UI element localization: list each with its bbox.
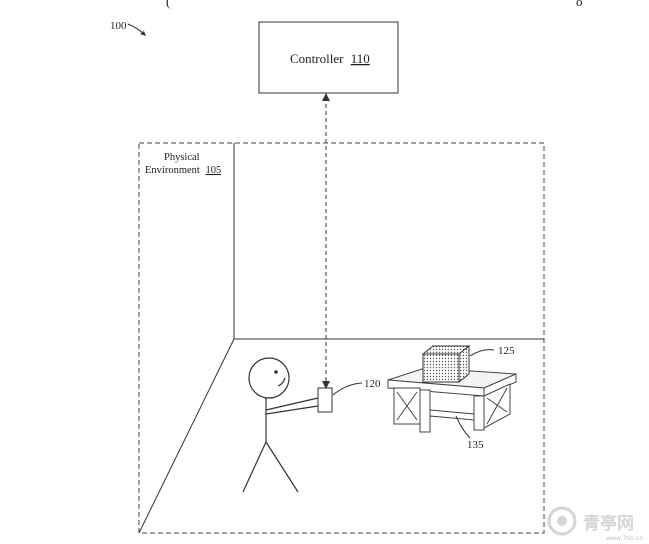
environment-label-line1: Physical <box>164 152 200 163</box>
watermark-text: 青亭网 <box>583 513 634 534</box>
watermark-logo-icon <box>547 506 577 536</box>
environment-ref: 105 <box>205 165 221 176</box>
table-ref-label: 135 <box>467 439 484 451</box>
figure-reference-label: 100 <box>110 20 127 32</box>
object-box-front <box>422 353 460 383</box>
object-box-side <box>458 344 470 384</box>
physical-environment-boundary <box>138 142 545 534</box>
controller-box <box>258 21 399 94</box>
user-eye <box>274 370 278 374</box>
user-head <box>248 357 290 399</box>
table-lower-shelf <box>429 409 475 421</box>
object-ref-label: 125 <box>498 345 515 357</box>
table-top-side-edge <box>483 373 517 397</box>
table-left-cross-b <box>396 391 418 421</box>
object-leader-line <box>469 349 495 357</box>
room-floor-side-edge <box>138 338 235 534</box>
link-arrowhead-bottom <box>322 381 330 389</box>
environment-label-text: Environment <box>145 165 200 176</box>
object-box <box>421 344 471 384</box>
device-ref-label: 120 <box>364 378 381 390</box>
watermark-url: www.7tin.cn <box>606 535 643 542</box>
table-front-right-leg <box>473 395 485 431</box>
user-lower-arm <box>265 405 319 415</box>
user-upper-arm <box>265 397 319 411</box>
link-arrowhead-top <box>322 93 330 101</box>
environment-label-line2: Environment 105 <box>145 165 221 176</box>
table-leader-line <box>455 415 471 439</box>
watermark: 青亭网 <box>547 504 643 538</box>
user-figure <box>242 357 319 493</box>
controller-ref: 110 <box>351 51 370 66</box>
device-leader-line <box>332 382 363 396</box>
top-text-fragment: ( <box>166 0 170 9</box>
table <box>387 367 517 433</box>
table-front-left-leg <box>419 389 431 433</box>
user-smile <box>277 377 286 387</box>
handheld-device <box>317 387 333 413</box>
controller-label-text: Controller <box>290 51 344 66</box>
figure-reference-arrowhead <box>140 31 146 36</box>
controller-label: Controller 110 <box>290 51 370 66</box>
user-right-leg <box>265 441 299 493</box>
top-text-fragment-right: o <box>576 0 583 9</box>
table-right-cross-b <box>486 387 508 425</box>
user-left-leg <box>242 441 267 493</box>
